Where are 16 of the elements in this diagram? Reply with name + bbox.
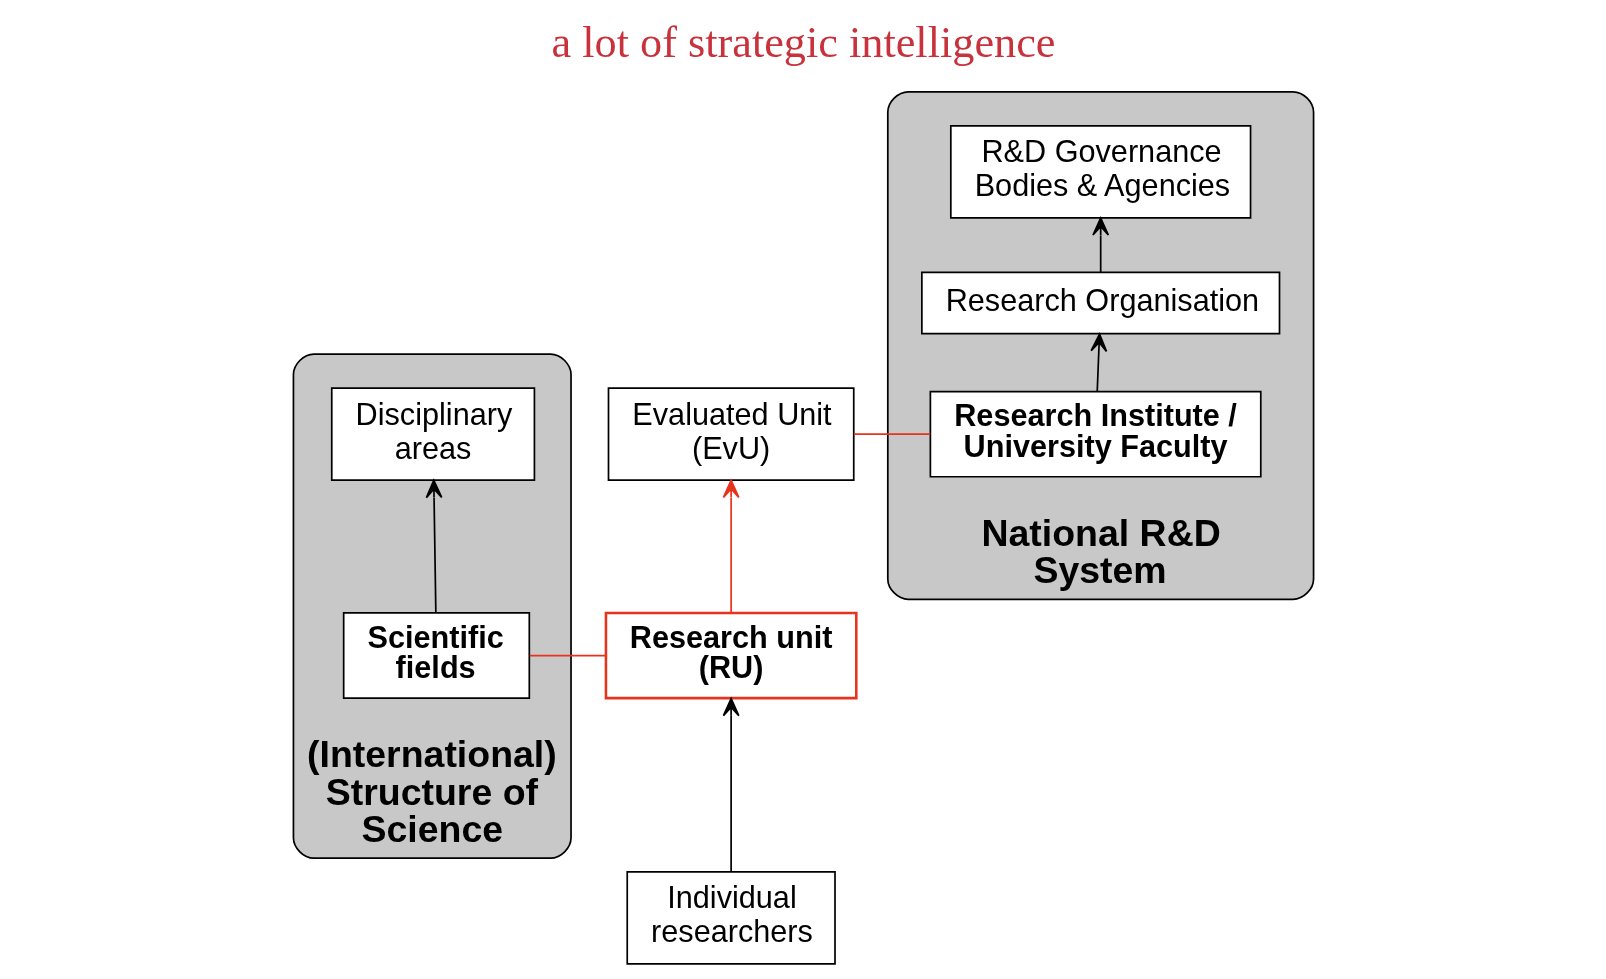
node-box: Research Institute / University Faculty <box>929 390 1262 478</box>
arrow <box>425 479 443 614</box>
connector <box>852 433 931 435</box>
arrow <box>722 697 740 873</box>
node-box: R&D Governance Bodies & Agencies <box>949 125 1251 219</box>
arrow <box>1091 217 1109 274</box>
node-box: Research unit (RU) <box>604 611 858 700</box>
node-box: Scientific fields <box>342 612 530 699</box>
arrow <box>722 479 740 614</box>
arrow <box>1089 333 1107 393</box>
node-box: Evaluated Unit (EvU) <box>607 387 855 481</box>
diagram-title: a lot of strategic intelligence <box>551 18 1055 68</box>
node-box: Individual researchers <box>625 871 836 965</box>
connector <box>528 654 606 657</box>
node-box: Research Organisation <box>920 271 1280 335</box>
node-box: Disciplinary areas <box>330 387 535 481</box>
